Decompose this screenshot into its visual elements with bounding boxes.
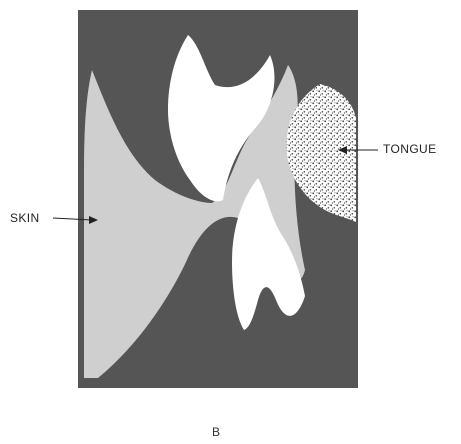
tongue-label: TONGUE: [383, 142, 437, 156]
skin-label: SKIN: [10, 211, 40, 225]
panel-letter: B: [212, 425, 220, 439]
